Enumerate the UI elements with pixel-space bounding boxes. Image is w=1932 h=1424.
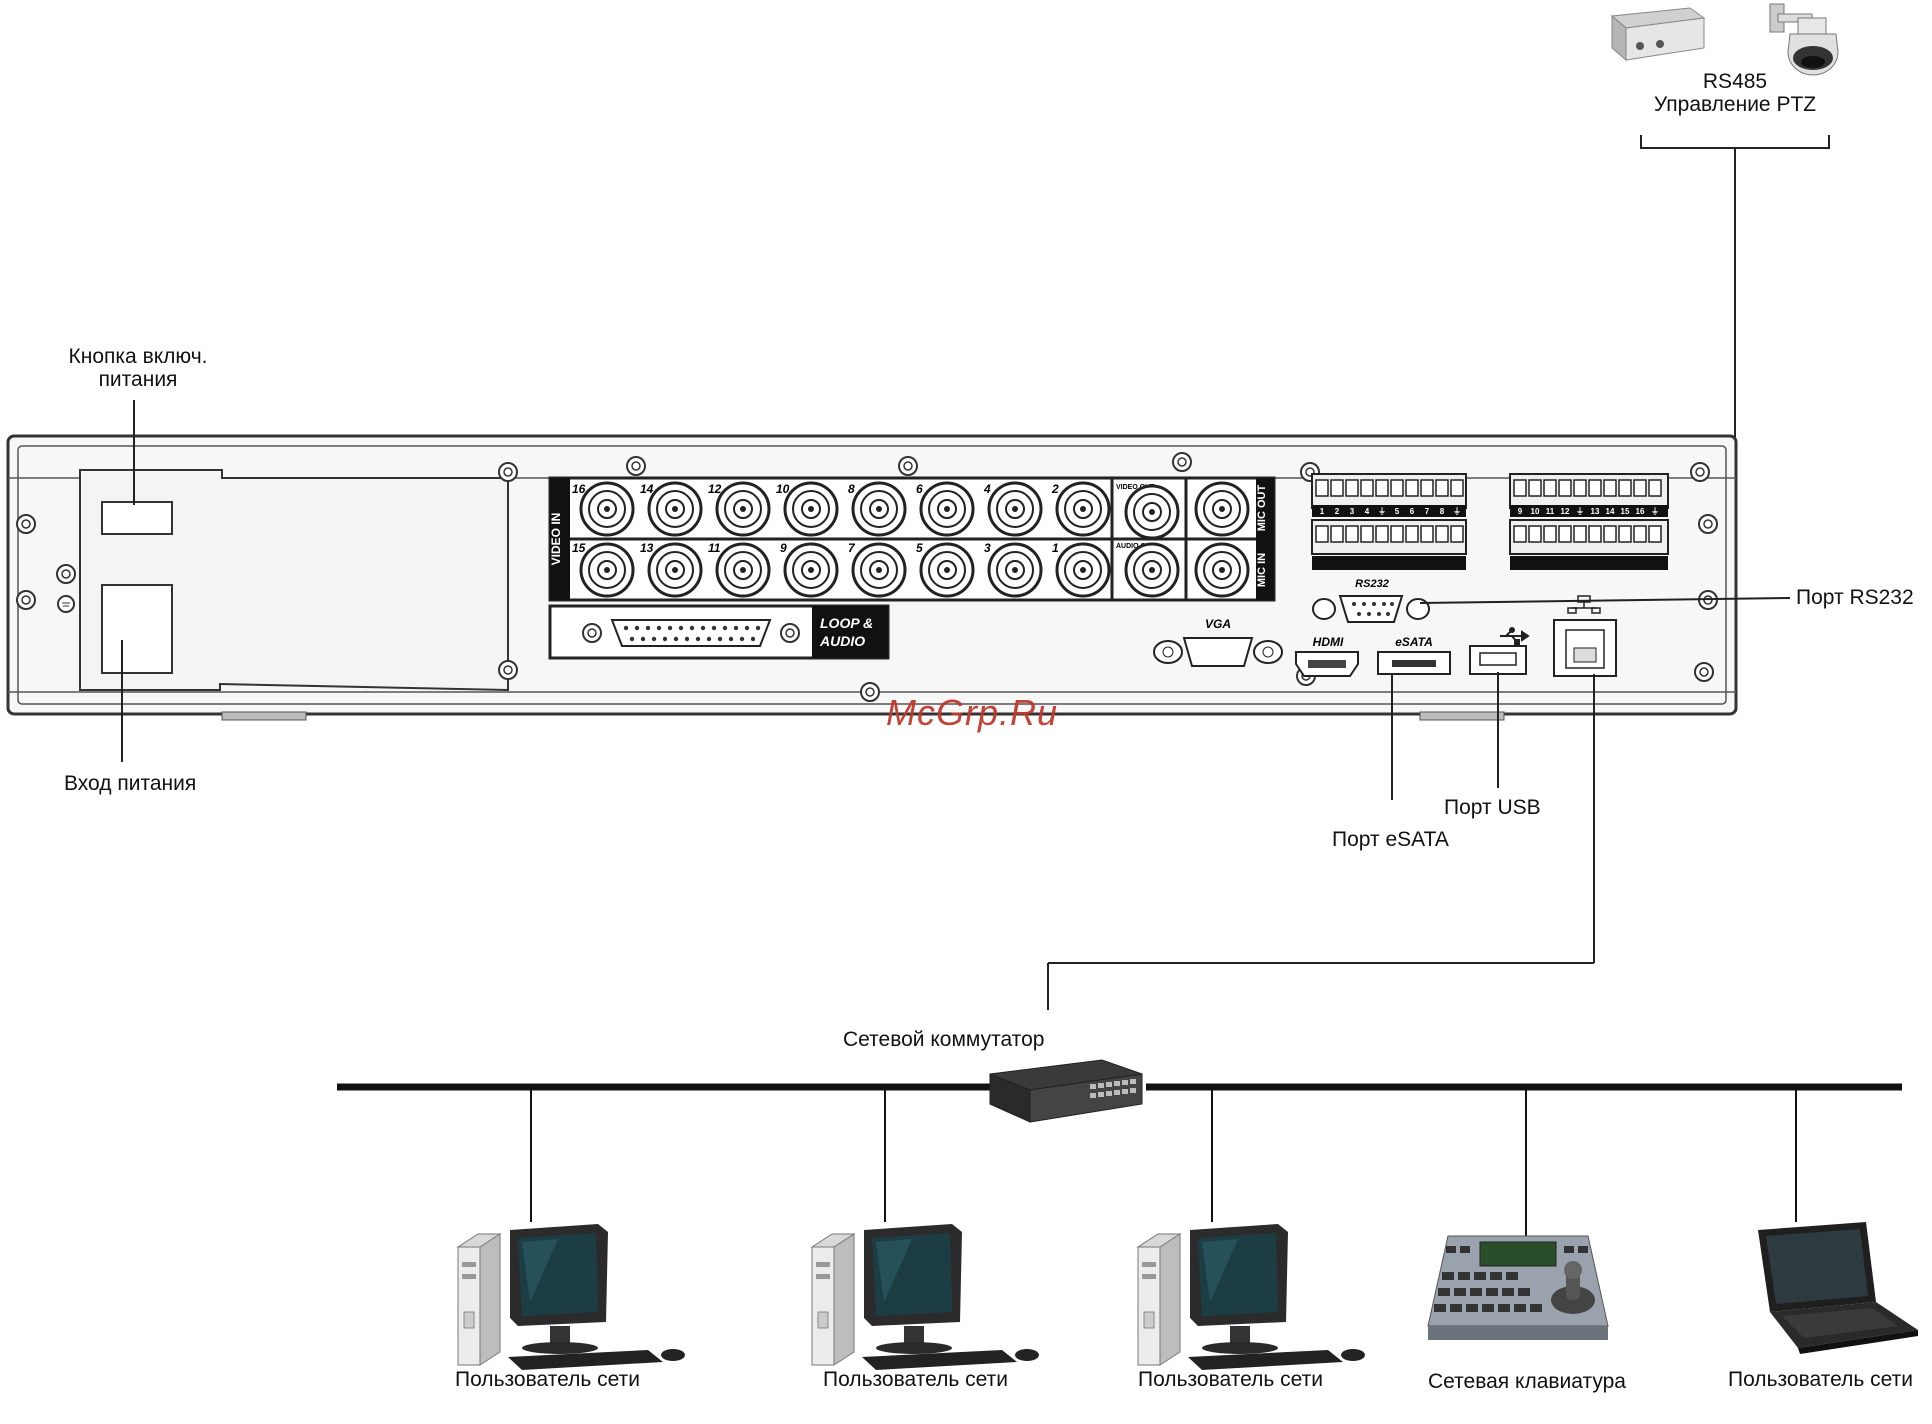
svg-text:5: 5 — [1395, 507, 1400, 516]
hdmi-label: HDMI — [1313, 635, 1344, 649]
channel-4: 4 — [983, 482, 991, 496]
vga-connector — [1153, 637, 1283, 667]
rs485-label: RS485 — [1702, 70, 1768, 93]
alarm-terminal-right: 9 10 11 12 ⏚ 13 14 15 16 ⏚ — [1509, 473, 1669, 570]
svg-text:⏚: ⏚ — [1453, 507, 1461, 516]
network-user-label-4: Пользователь сети — [1728, 1368, 1913, 1391]
channel-7: 7 — [848, 541, 856, 555]
channel-8: 8 — [848, 482, 855, 496]
channel-11: 11 — [708, 541, 721, 555]
channel-13: 13 — [640, 541, 654, 555]
svg-text:14: 14 — [1606, 507, 1615, 516]
svg-text:6: 6 — [1410, 507, 1415, 516]
channel-12: 12 — [708, 482, 722, 496]
esata-label: eSATA — [1395, 635, 1433, 649]
rs232-port-label: Порт RS232 — [1796, 586, 1914, 609]
video-in-label: VIDEO IN — [549, 513, 563, 566]
ptz-keyboard-icon — [1427, 1235, 1609, 1341]
network-user-label-2: Пользователь сети — [823, 1368, 1008, 1391]
network-switch-icon — [989, 1059, 1143, 1123]
usb-port-label: Порт USB — [1444, 796, 1541, 819]
loop-audio-label-1: LOOP & — [820, 615, 873, 631]
network-keyboard-label: Сетевая клавиатура — [1428, 1370, 1626, 1393]
network-user-label-3: Пользователь сети — [1138, 1368, 1323, 1391]
callout-lines — [121, 400, 1791, 1010]
svg-text:1: 1 — [1320, 507, 1325, 516]
svg-text:2: 2 — [1335, 507, 1340, 516]
video-in-top-row: 16 14 12 10 8 6 4 2 — [572, 481, 1111, 537]
desktop-pc-icon — [457, 1223, 686, 1371]
video-out-label: VIDEO OUT — [1116, 484, 1155, 491]
channel-16: 16 — [572, 482, 586, 496]
channel-5: 5 — [916, 541, 923, 555]
channel-14: 14 — [640, 482, 654, 496]
svg-text:16: 16 — [1636, 507, 1645, 516]
loop-audio-label-2: AUDIO — [819, 633, 865, 649]
desktop-pc-icon — [811, 1223, 1040, 1371]
channel-6: 6 — [916, 482, 923, 496]
alarm-terminal-left: 1 2 3 4 ⏚ 5 6 7 8 ⏚ — [1311, 473, 1467, 570]
db25-connector — [582, 619, 800, 647]
laptop-icon — [1758, 1222, 1918, 1354]
svg-text:11: 11 — [1546, 507, 1555, 516]
power-input-label: Вход питания — [64, 772, 197, 795]
svg-text:4: 4 — [1365, 507, 1370, 516]
svg-text:10: 10 — [1531, 507, 1540, 516]
svg-text:7: 7 — [1425, 507, 1430, 516]
svg-text:⏚: ⏚ — [1651, 507, 1659, 516]
network-switch-label: Сетевой коммутатор — [843, 1028, 1045, 1051]
vga-label: VGA — [1205, 617, 1231, 631]
desktop-pc-icon — [1137, 1223, 1366, 1371]
power-button-label-2: питания — [98, 368, 178, 391]
video-in-bottom-row: 15 13 11 9 7 5 3 1 — [572, 541, 1111, 598]
decoder-box-icon — [1610, 7, 1706, 62]
svg-text:⏚: ⏚ — [1378, 507, 1386, 516]
esata-port-label: Порт eSATA — [1332, 828, 1449, 851]
power-button — [101, 501, 173, 535]
network-bus — [337, 1083, 1902, 1236]
svg-text:8: 8 — [1440, 507, 1445, 516]
mic-in-label: MIC IN — [1256, 553, 1268, 587]
channel-9: 9 — [780, 541, 787, 555]
channel-2: 2 — [1051, 482, 1059, 496]
usb-icon — [1500, 627, 1530, 645]
svg-text:12: 12 — [1561, 507, 1570, 516]
svg-text:15: 15 — [1621, 507, 1630, 516]
channel-10: 10 — [776, 482, 790, 496]
svg-text:⏚: ⏚ — [1576, 507, 1584, 516]
channel-15: 15 — [572, 541, 586, 555]
power-input-socket — [101, 584, 173, 674]
channel-1: 1 — [1052, 541, 1059, 555]
ethernet-icon — [1567, 595, 1601, 614]
svg-text:3: 3 — [1350, 507, 1355, 516]
ptz-control-label: Управление PTZ — [1653, 93, 1817, 116]
power-button-label-1: Кнопка включ. — [68, 345, 208, 368]
channel-3: 3 — [984, 541, 991, 555]
watermark: McGrp.Ru — [885, 692, 1059, 733]
dvr-rear-panel: VIDEO IN 16 14 12 10 8 6 4 2 15 13 11 9 … — [6, 434, 1738, 721]
rs232-label: RS232 — [1355, 578, 1389, 590]
audio-out-label: AUDIO OUT — [1116, 543, 1156, 550]
rs232-connector — [1312, 595, 1430, 623]
svg-text:9: 9 — [1518, 507, 1523, 516]
ptz-dome-camera-icon — [1769, 3, 1839, 76]
network-user-label-1: Пользователь сети — [455, 1368, 640, 1391]
mic-out-label: MIC OUT — [1256, 485, 1268, 532]
svg-text:13: 13 — [1591, 507, 1600, 516]
